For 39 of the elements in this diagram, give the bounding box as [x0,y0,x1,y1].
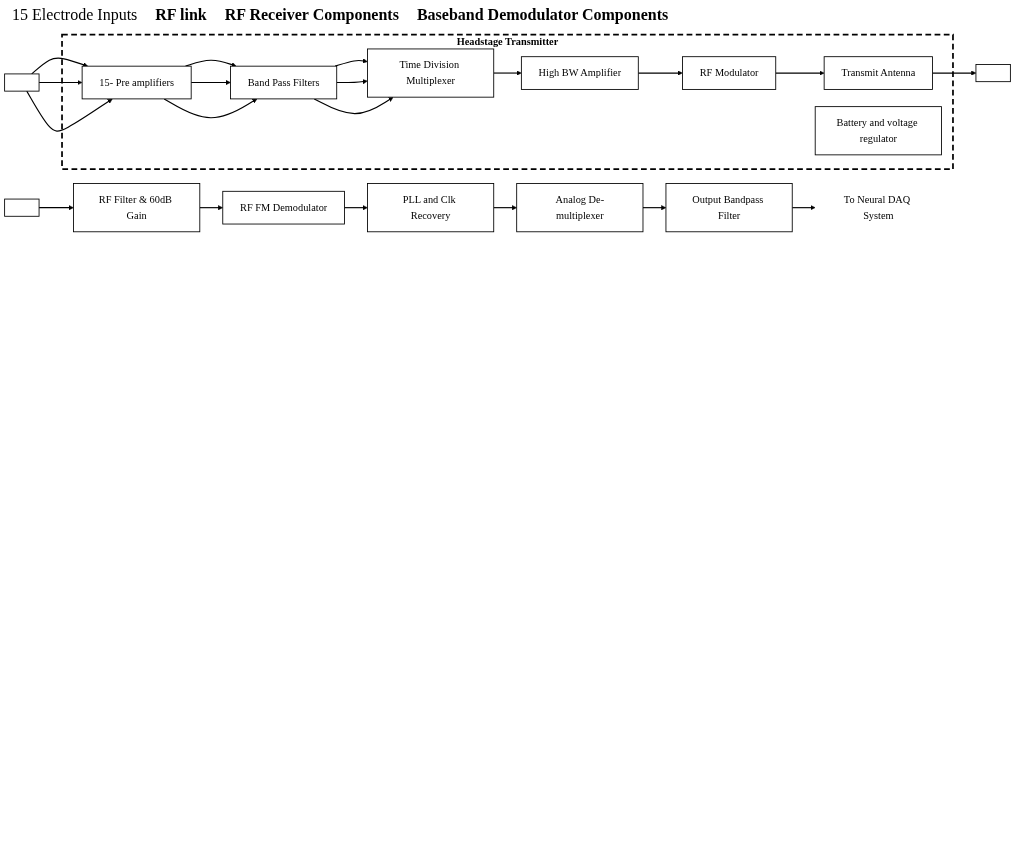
node-box: RF Modulator [682,56,777,90]
arrow [38,80,83,86]
arrow [642,205,667,211]
arrow [31,57,88,75]
arrow [493,70,522,76]
section-label: RF Receiver Components [224,6,399,24]
node-box: Transmit Antenna [823,56,933,90]
node-box: 15- Pre amplifiers [81,65,192,100]
node-box: High BW Amplifier [520,56,639,90]
arrow [163,98,258,119]
arrow [791,205,816,211]
arrow [334,58,368,67]
arrow [493,205,517,211]
node-box: Time Division Multiplexer [367,48,495,98]
arrow [26,90,113,132]
node-box [4,73,40,92]
section-label: RF link [155,6,207,24]
node-box: Analog De-multiplexer [516,183,644,233]
node-box: RF Filter & 60dB Gain [73,183,201,233]
node-box [975,64,1011,83]
arrow [199,205,223,211]
arrow [343,205,368,211]
node-caption: 15 Electrode Inputs [12,6,138,24]
node-box: PLL and Clk Recovery [367,183,495,233]
arrow [931,70,977,76]
arrow [775,70,825,76]
node-box: Output Bandpass Filter [665,183,793,233]
arrow [184,59,237,68]
node-box [4,198,40,217]
node-box: Band Pass Filters [230,65,338,100]
arrow [313,96,394,115]
node-box: RF FM Demodulator [222,190,345,225]
arrow [336,79,368,85]
node-text: To Neural DAQ System [843,193,911,221]
arrow [38,205,74,211]
section-label: Baseband Demodulator Components [416,6,669,24]
node-box: Battery and voltage regulator [814,106,942,156]
arrow [190,80,231,86]
arrow [637,70,683,76]
